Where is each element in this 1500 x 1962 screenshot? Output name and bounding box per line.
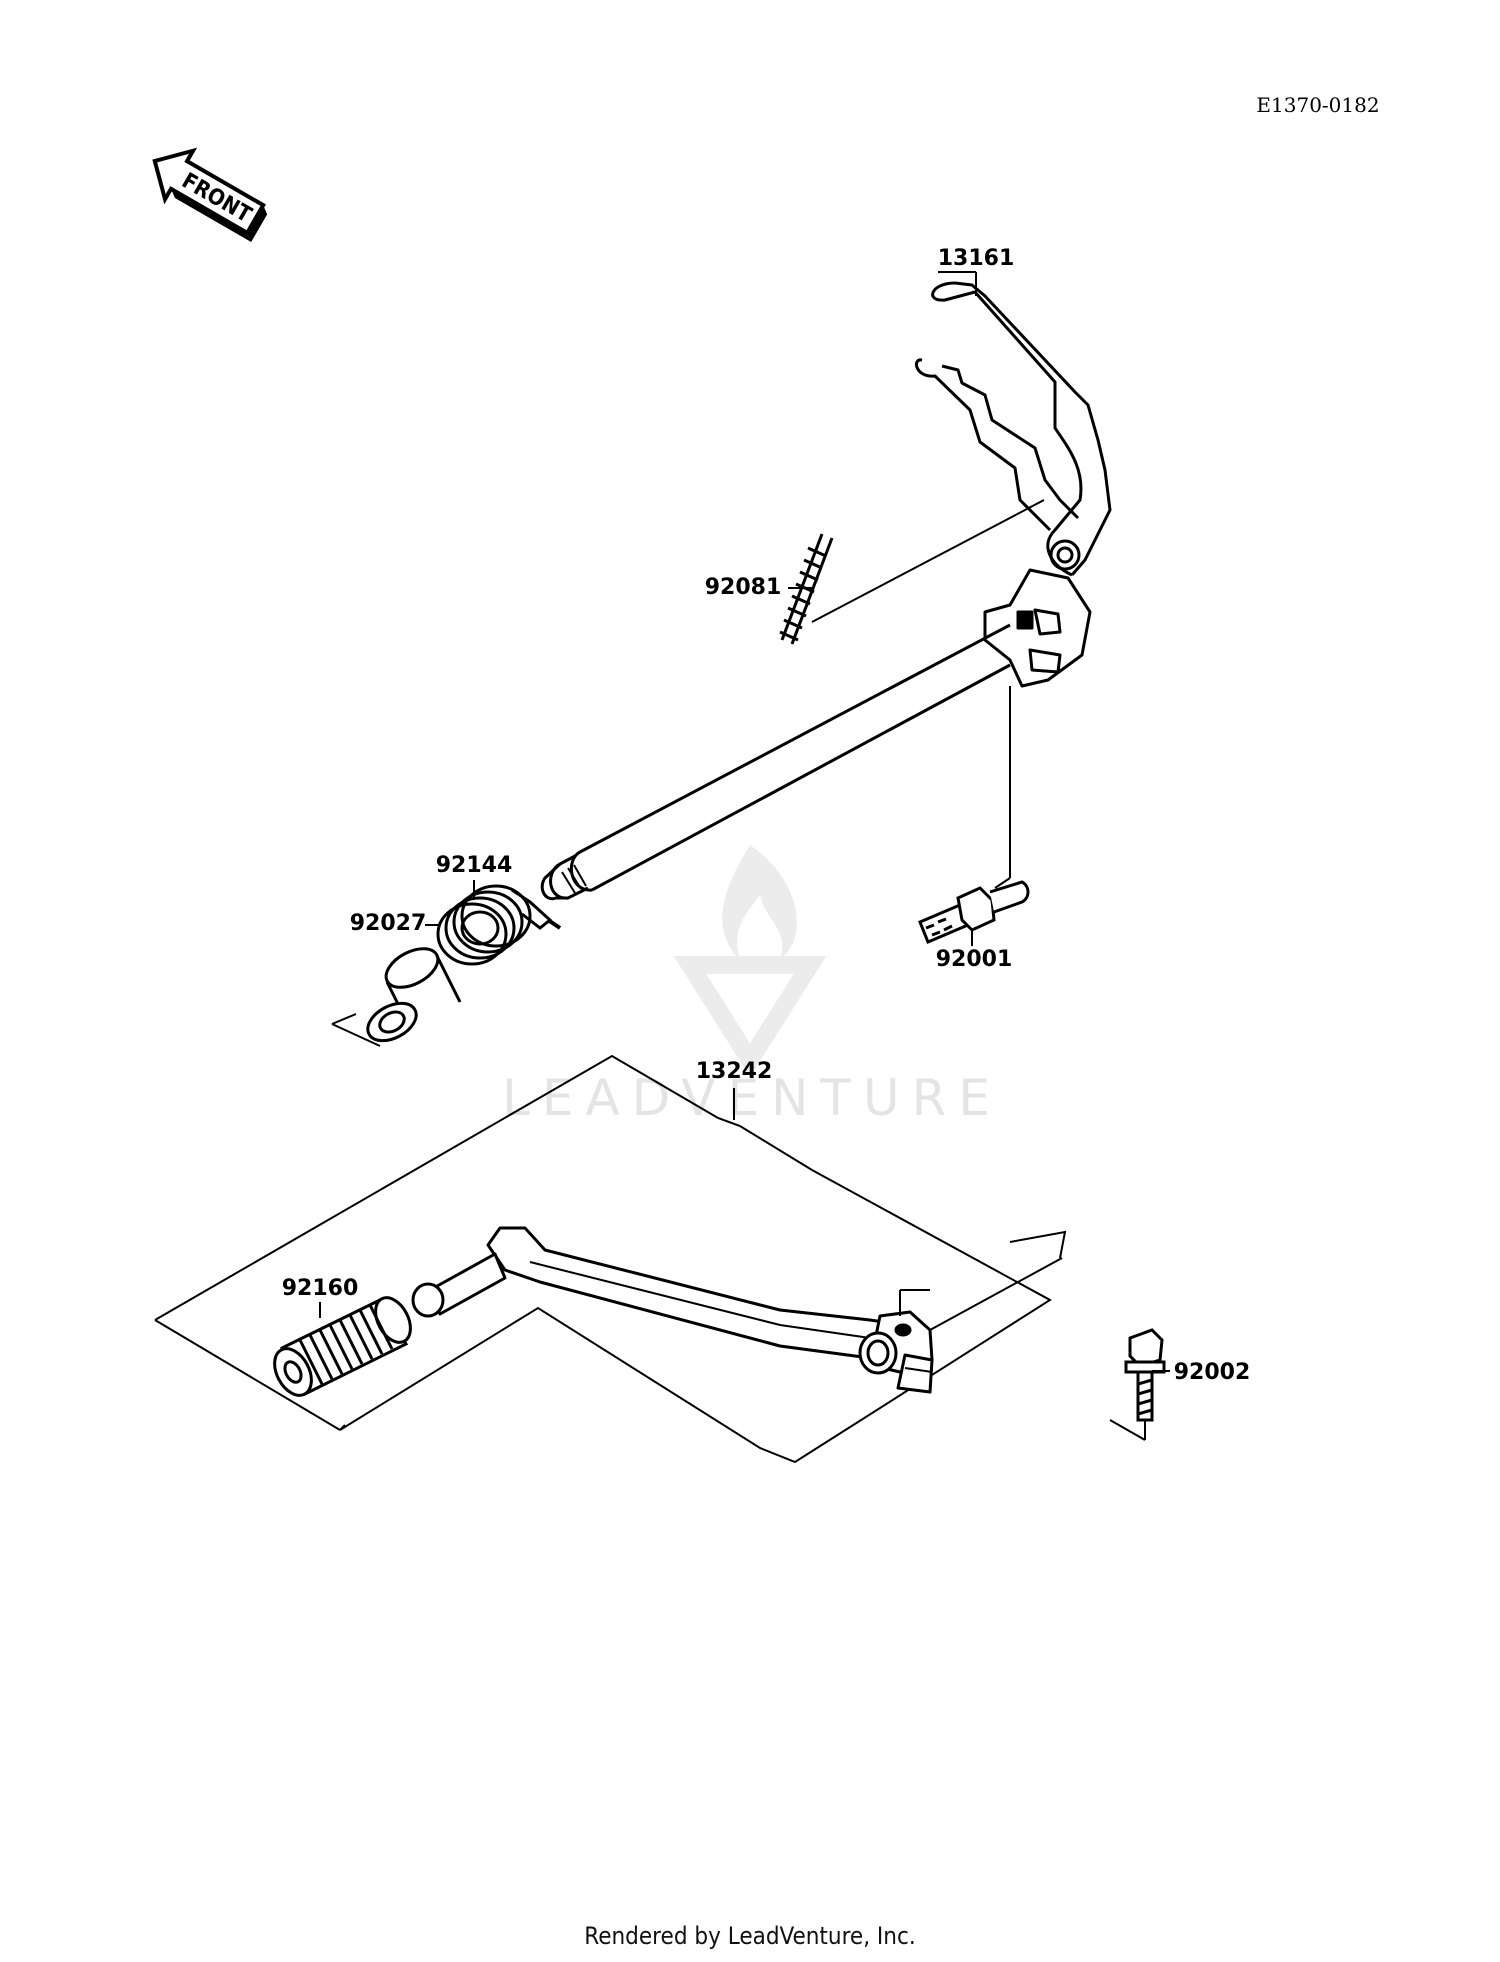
part-label-92144: 92144: [436, 853, 513, 878]
part-label-92081: 92081: [705, 575, 782, 600]
front-arrow-icon: FRONT: [152, 147, 268, 243]
bolt-part: [1124, 1328, 1166, 1422]
diagram-code: E1370-0182: [1256, 93, 1379, 117]
part-label-92001: 92001: [936, 947, 1013, 972]
collar-part: [366, 947, 462, 1043]
part-label-92002: 92002: [1174, 1360, 1251, 1385]
pedal-rubber-part: [273, 1296, 412, 1397]
part-label-13161: 13161: [938, 246, 1015, 271]
stud-bolt-part: [918, 880, 1030, 944]
part-label-92160: 92160: [282, 1276, 359, 1301]
shift-pedal-part: [411, 1226, 934, 1394]
watermark: LEADVENTURE: [502, 845, 1002, 1127]
footer-credit: Rendered by LeadVenture, Inc.: [584, 1922, 916, 1950]
watermark-logo-icon: [673, 845, 827, 1077]
part-label-13242: 13242: [696, 1059, 773, 1084]
part-label-92027: 92027: [350, 911, 427, 936]
assembly-outline: [154, 1054, 1067, 1464]
return-spring-part: [436, 884, 562, 966]
watermark-text: LEADVENTURE: [502, 1069, 1002, 1127]
shift-shaft-part: [540, 281, 1112, 901]
